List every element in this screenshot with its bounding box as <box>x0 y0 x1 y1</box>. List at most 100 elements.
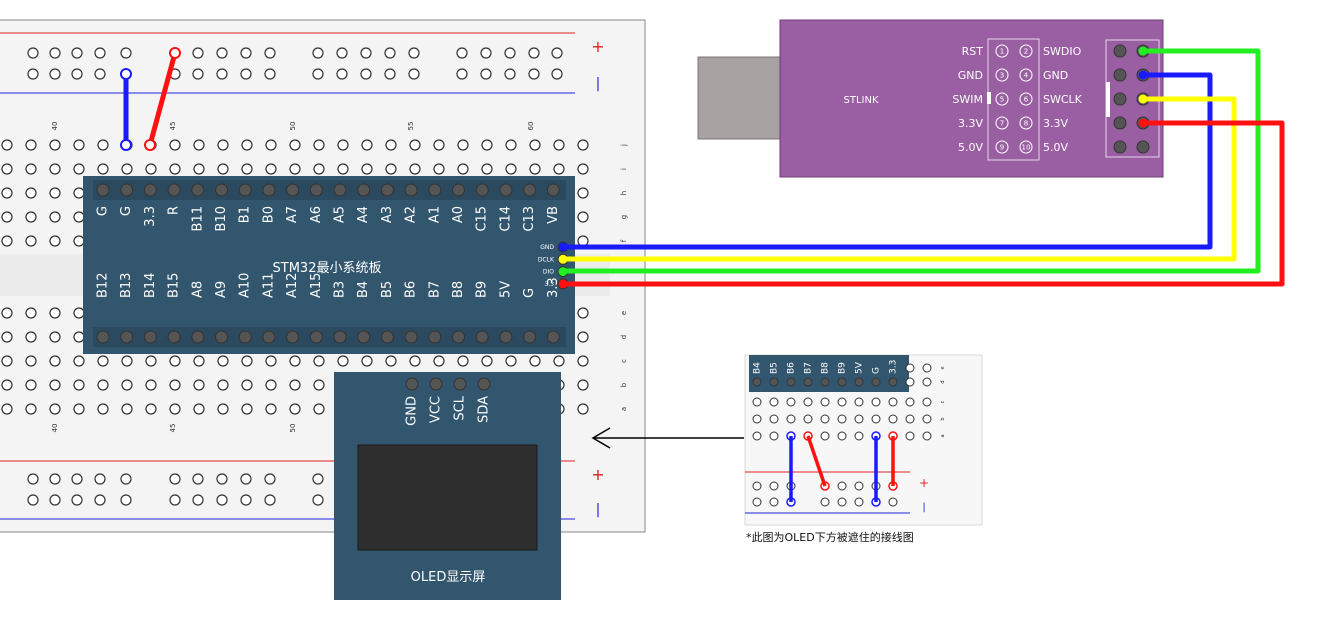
breadboard-hole <box>73 331 85 343</box>
breadboard-hole <box>121 163 133 175</box>
stm32-pin-label: B0 <box>261 206 276 223</box>
stm32-pin-label: B3 <box>333 281 348 298</box>
stm32-pin <box>191 183 205 197</box>
inset-pin-label: B6 <box>787 362 797 374</box>
breadboard-hole <box>553 139 565 151</box>
breadboard-hole <box>313 379 325 391</box>
stm32-pin-label: B6 <box>404 281 419 298</box>
stm32-pin-label: A9 <box>214 281 229 298</box>
column-number: 50 <box>289 424 297 433</box>
usb-plug <box>697 56 789 140</box>
inset-hole <box>769 414 779 424</box>
stm32-pin-label: C13 <box>522 206 537 232</box>
breadboard-hole <box>240 473 252 485</box>
oled-pin <box>453 377 467 391</box>
stm32-pin-label: B15 <box>167 273 182 298</box>
stm32-pin-label: VB <box>546 206 561 224</box>
breadboard-hole <box>71 473 83 485</box>
breadboard-hole <box>217 355 229 367</box>
inset-pin-label: B7 <box>804 362 814 374</box>
breadboard-hole <box>49 139 61 151</box>
stm32-title: STM32最小系统板 <box>273 261 382 276</box>
breadboard-hole <box>265 355 277 367</box>
stlink-pin-circle <box>1019 68 1033 82</box>
stlink-pin-number: 10 <box>1022 144 1031 152</box>
inset-hole <box>854 397 864 407</box>
breadboard-hole <box>504 47 516 59</box>
stlink-pin-number: 1 <box>1000 48 1004 56</box>
stm32-pin <box>452 183 465 197</box>
breadboard-hole <box>145 379 157 391</box>
breadboard-hole <box>433 139 445 151</box>
inset-hole <box>837 414 847 424</box>
breadboard-hole <box>49 473 61 485</box>
inset-pin-label: G <box>872 367 882 374</box>
inset-hole <box>871 397 881 407</box>
breadboard-hole <box>577 355 589 367</box>
oled-pin-label: VCC <box>429 396 444 423</box>
breadboard-hole <box>216 47 228 59</box>
stm32-pin-label: A1 <box>427 206 442 223</box>
breadboard-hole <box>73 211 85 223</box>
oled-pin <box>429 377 443 391</box>
inset-hole <box>854 497 864 507</box>
rail-minus-bottom: | <box>596 502 601 518</box>
oled-label: OLED显示屏 <box>411 570 486 585</box>
inset-pin <box>888 377 898 387</box>
stm32-pin-label: 5V <box>498 281 513 298</box>
stm32-pin-label: G <box>522 288 537 298</box>
breadboard-hole <box>385 163 397 175</box>
breadboard-hole <box>337 163 349 175</box>
column-number: 55 <box>407 122 415 131</box>
breadboard-hole <box>505 355 517 367</box>
inset-plus: + <box>919 476 929 490</box>
rail-minus-top: | <box>596 76 601 92</box>
breadboard-hole <box>529 139 541 151</box>
stlink-pin-labels: RSTGNDSWIM3.3V5.0VSWDIOGNDSWCLK3.3V5.0V1… <box>952 44 1083 154</box>
stm32-pin <box>546 330 560 344</box>
breadboard-hole <box>528 68 540 80</box>
breadboard-hole <box>528 47 540 59</box>
stlink-pin-number: 9 <box>1000 144 1004 152</box>
oled-pin <box>477 377 491 391</box>
breadboard-hole <box>169 355 181 367</box>
stlink-header-pin <box>1113 68 1127 82</box>
row-letter: c <box>620 359 628 363</box>
stm32-pin-label: 3.3 <box>143 206 158 227</box>
wire-end-gnd <box>1138 70 1148 80</box>
breadboard-hole <box>551 47 563 59</box>
stm32-pin-label: A10 <box>238 273 253 298</box>
breadboard-hole <box>97 163 109 175</box>
stlink-pin-circle <box>1019 140 1033 154</box>
inset-hole <box>769 481 779 491</box>
stm32-pin <box>475 183 489 197</box>
breadboard-hole <box>1 331 13 343</box>
breadboard-hole <box>73 139 85 151</box>
breadboard-hole <box>27 473 39 485</box>
breadboard-hole <box>49 403 61 415</box>
breadboard-hole <box>120 47 132 59</box>
breadboard-hole <box>71 47 83 59</box>
inset-hole <box>871 414 881 424</box>
breadboard-hole <box>433 355 445 367</box>
breadboard-hole <box>553 163 565 175</box>
stm32-pin <box>357 183 371 197</box>
stlink-pin-number: 4 <box>1024 72 1029 80</box>
breadboard-hole <box>1 139 13 151</box>
column-number: 60 <box>527 122 535 131</box>
swd-pin-label: GND <box>540 244 554 251</box>
breadboard-hole <box>49 379 61 391</box>
breadboard-hole <box>217 163 229 175</box>
breadboard-hole <box>265 379 277 391</box>
inset-pin <box>837 377 847 387</box>
wire-swdio-green <box>562 48 1261 274</box>
stm32-pin-label: A7 <box>285 206 300 223</box>
stm32-pin <box>309 183 323 197</box>
breadboard-hole <box>193 379 205 391</box>
stm32-pin-label: B11 <box>190 206 205 231</box>
breadboard-hole <box>97 379 109 391</box>
breadboard-hole <box>71 68 83 80</box>
breadboard-hole <box>264 47 276 59</box>
